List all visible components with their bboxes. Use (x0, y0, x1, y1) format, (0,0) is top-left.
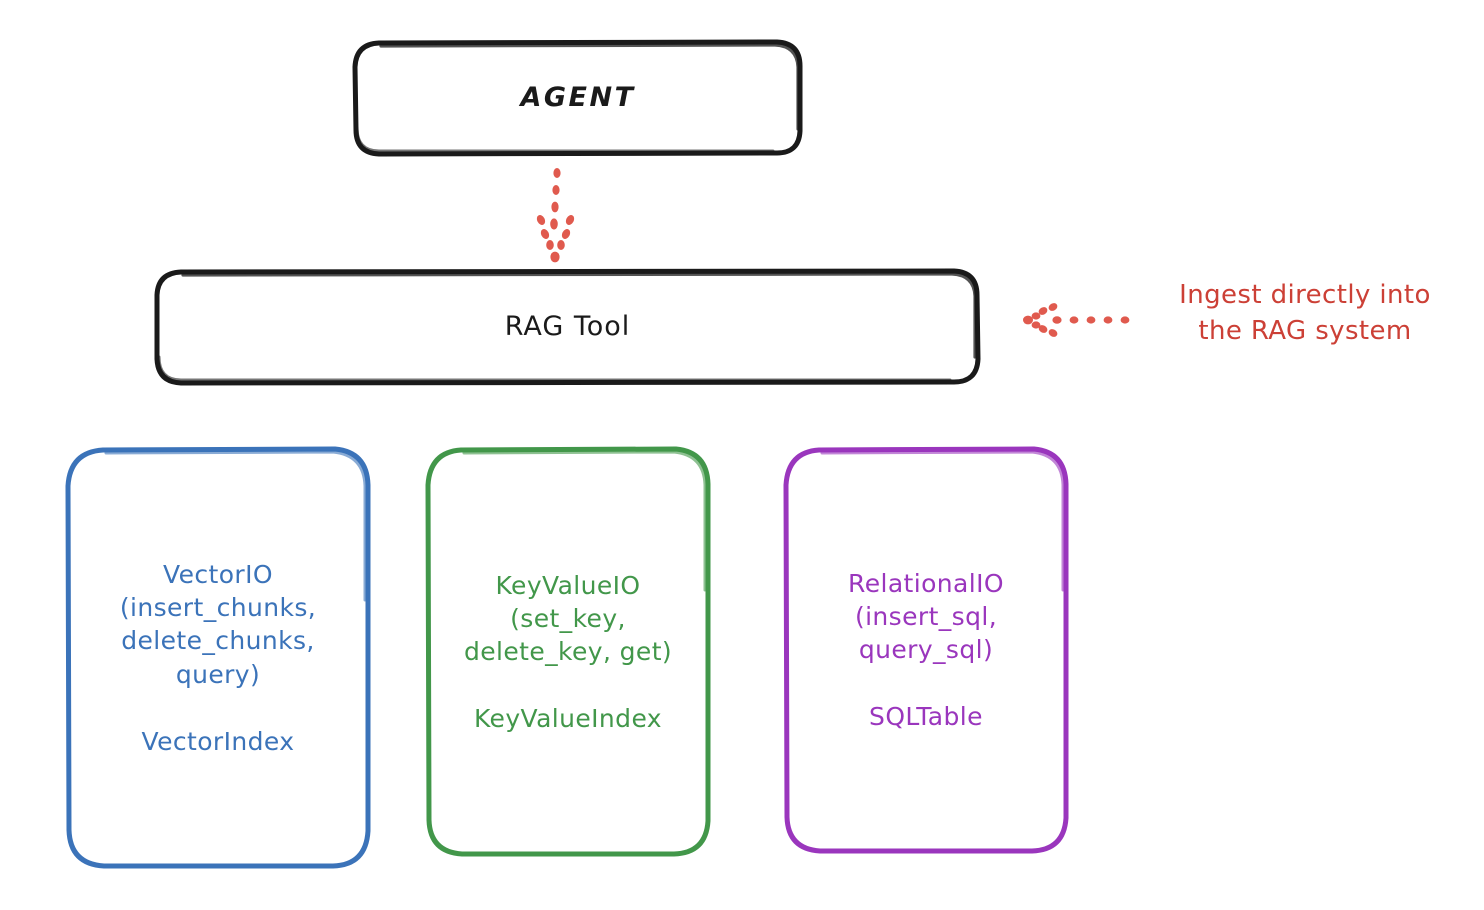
sql-table-label: SQLTable (869, 702, 983, 732)
rag-tool-label: RAG Tool (504, 311, 631, 343)
agent-to-rag-tool-connector (536, 168, 575, 263)
relational-io-node[interactable]: RelationalIO (insert_sql, query_sql) SQL… (786, 449, 1066, 851)
rag-tool-node[interactable]: RAG Tool (157, 271, 978, 383)
relational-io-api-label: RelationalIO (insert_sql, query_sql) (848, 568, 1004, 665)
agent-label: AGENT (520, 82, 636, 114)
key-value-io-node[interactable]: KeyValueIO (set_key, delete_key, get) Ke… (428, 449, 708, 855)
ingest-annotation-text: Ingest directly into the RAG system (1179, 280, 1431, 346)
vector-io-node[interactable]: VectorIO (insert_chunks, delete_chunks, … (68, 449, 368, 867)
ingest-to-rag-tool-connector (1023, 303, 1130, 337)
vector-io-api-label: VectorIO (insert_chunks, delete_chunks, … (119, 559, 317, 689)
agent-node[interactable]: AGENT (355, 42, 801, 154)
vector-index-label: VectorIndex (141, 726, 295, 756)
key-value-index-label: KeyValueIndex (473, 704, 662, 734)
key-value-io-api-label: KeyValueIO (set_key, delete_key, get) (463, 570, 673, 667)
